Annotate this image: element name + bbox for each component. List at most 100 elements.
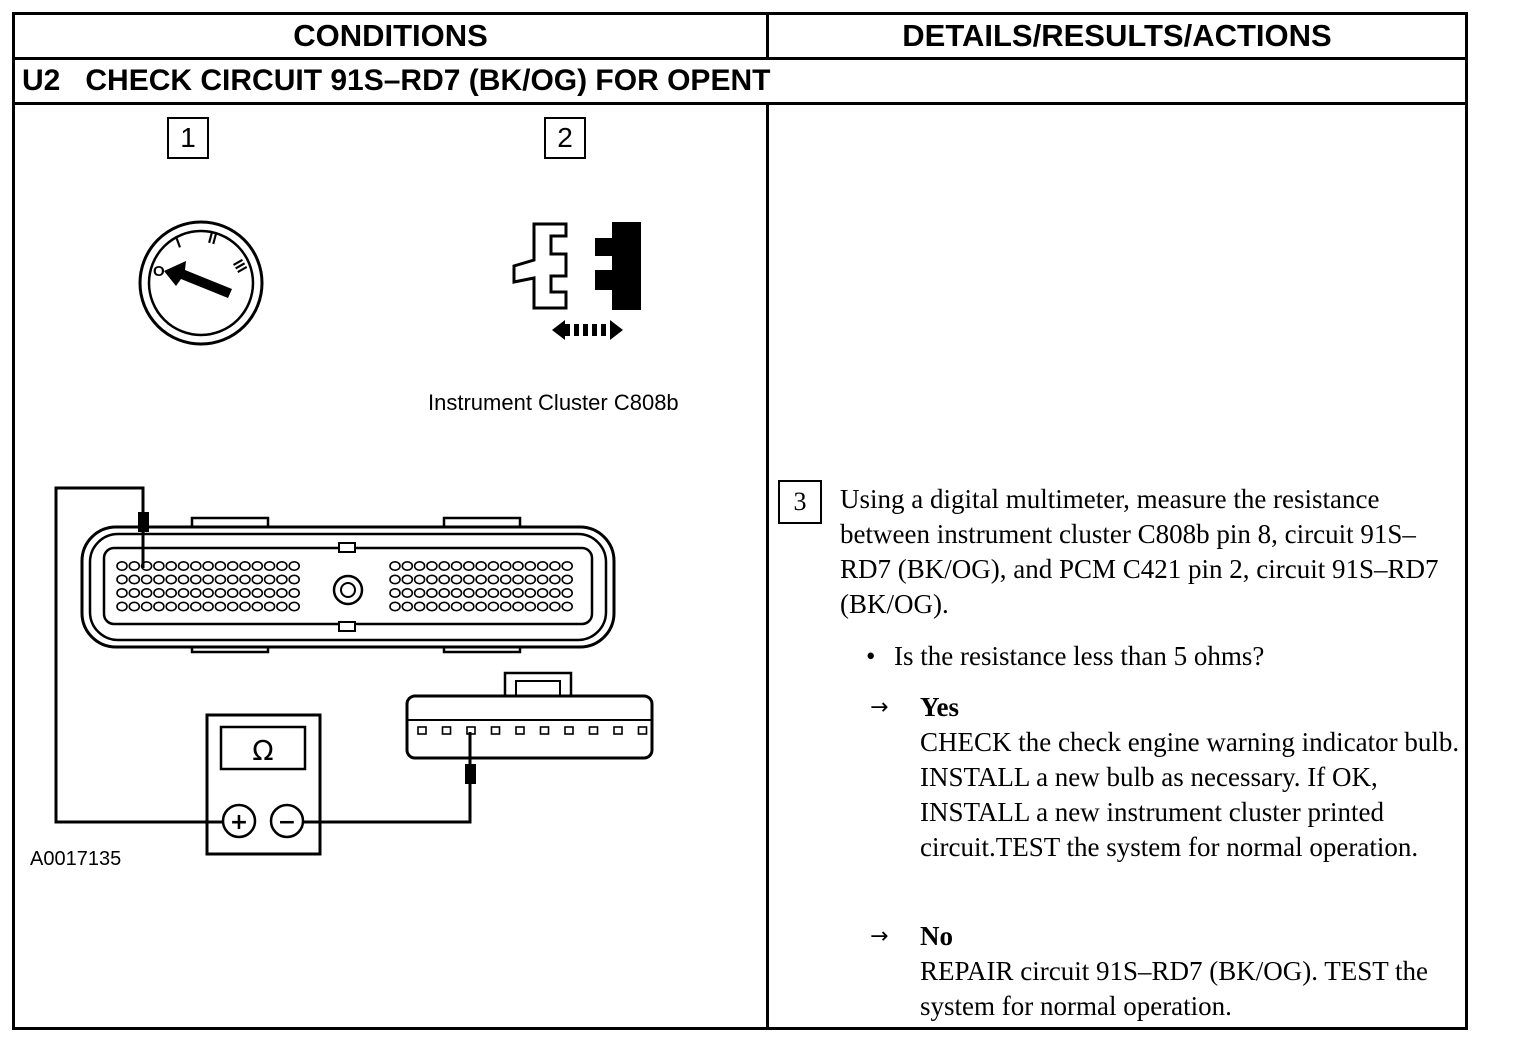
connector-caption: Instrument Cluster C808b: [428, 390, 679, 415]
connector-pin: [116, 601, 128, 612]
connector-pin: [226, 601, 239, 612]
connector-pin: [637, 726, 648, 735]
connector-pin: [487, 601, 500, 612]
body-column-divider: [766, 102, 769, 1030]
details-header: DETAILS/RESULTS/ACTIONS: [902, 18, 1332, 53]
connector-pin: [549, 574, 561, 585]
connector-pin: [588, 726, 599, 735]
connector-pin: [536, 601, 549, 612]
connector-pin: [438, 574, 451, 585]
connector-pin: [536, 587, 549, 598]
connector-pin: [251, 574, 264, 585]
connector-pin: [441, 726, 452, 735]
connector-pin: [190, 601, 202, 612]
arrow-right-icon: →: [870, 695, 889, 720]
callout-1: 1: [167, 117, 209, 159]
connector-pin: [214, 587, 227, 598]
connector-pin: [438, 587, 451, 598]
connector-pin: [413, 560, 426, 571]
connector-pin: [153, 587, 165, 598]
connector-pin: [276, 574, 288, 585]
connector-pin: [140, 587, 153, 598]
connector-pin: [251, 560, 264, 571]
connector-pin: [401, 587, 414, 598]
connector-disconnect-icon: [512, 222, 641, 340]
connector-pin: [116, 587, 128, 598]
connector-pin: [426, 560, 438, 571]
connector-pin: [426, 574, 438, 585]
connector-pin: [524, 601, 537, 612]
connector-pin: [524, 574, 537, 585]
connector-pin: [549, 560, 561, 571]
connector-pin: [417, 726, 427, 735]
pcm-pin-block-left: [116, 560, 301, 612]
connector-pin: [389, 574, 401, 585]
step-title-text: CHECK CIRCUIT 91S–RD7 (BK/OG) FOR OPENT: [85, 64, 771, 97]
ohm-symbol: Ω: [252, 734, 273, 767]
connector-pin: [165, 601, 177, 612]
connector-pin: [499, 560, 512, 571]
connector-pin: [512, 560, 524, 571]
connector-pin: [202, 574, 214, 585]
multimeter: Ω + −: [205, 713, 322, 856]
connector-pin: [487, 560, 500, 571]
connector-pin: [239, 574, 251, 585]
connector-pin: [153, 560, 165, 571]
connector-pin: [426, 601, 438, 612]
no-action: REPAIR circuit 91S–RD7 (BK/OG). TEST the…: [920, 956, 1429, 1021]
connector-pin: [177, 601, 190, 612]
header-column-divider: [766, 12, 769, 58]
connector-pin: [251, 587, 264, 598]
connector-pin: [512, 574, 524, 585]
step-number-box: 3: [778, 480, 822, 524]
connector-pin: [276, 601, 288, 612]
connector-pin: [177, 587, 190, 598]
connector-pin: [499, 601, 512, 612]
question-text: Is the resistance less than 5 ohms?: [894, 641, 1265, 671]
connector-pin: [288, 574, 301, 585]
connector-pin: [177, 574, 190, 585]
minus-sign: −: [278, 810, 296, 835]
connector-pin: [515, 726, 525, 735]
connector-pin: [549, 601, 561, 612]
connector-pin: [564, 726, 574, 735]
connector-pin: [239, 601, 251, 612]
connector-pin: [536, 560, 549, 571]
connector-pin: [438, 601, 451, 612]
connector-pin: [239, 560, 251, 571]
connector-pin: [561, 560, 574, 571]
yes-action: CHECK the check engine warning indicator…: [920, 727, 1460, 862]
connector-pin: [226, 574, 239, 585]
connector-pin: [251, 601, 264, 612]
connector-pin: [475, 574, 487, 585]
connector-pin: [140, 574, 153, 585]
connector-pin: [190, 574, 202, 585]
connector-pin: [462, 587, 475, 598]
connector-pin: [499, 574, 512, 585]
connector-pin: [288, 587, 301, 598]
connector-pin: [487, 574, 500, 585]
connector-pin: [263, 587, 276, 598]
connector-pin: [214, 574, 227, 585]
connector-pin: [561, 587, 574, 598]
arrow-right-icon: →: [870, 924, 889, 949]
connector-pin: [116, 560, 128, 571]
connector-pin: [214, 560, 227, 571]
connector-pin: [487, 587, 500, 598]
connector-pin: [226, 560, 239, 571]
connector-pin: [202, 560, 214, 571]
connector-pin: [288, 560, 301, 571]
connector-pin: [561, 574, 574, 585]
connector-pin: [613, 726, 623, 735]
connector-pin: [165, 587, 177, 598]
connector-pin: [490, 726, 501, 735]
connector-pin: [499, 587, 512, 598]
title-divider: [12, 102, 1468, 105]
yes-label: Yes: [920, 692, 959, 722]
connector-pin: [128, 587, 141, 598]
connector-pin: [450, 560, 463, 571]
c808b-pin-row: [417, 726, 648, 735]
connector-pin: [263, 601, 276, 612]
connector-pin: [153, 601, 165, 612]
